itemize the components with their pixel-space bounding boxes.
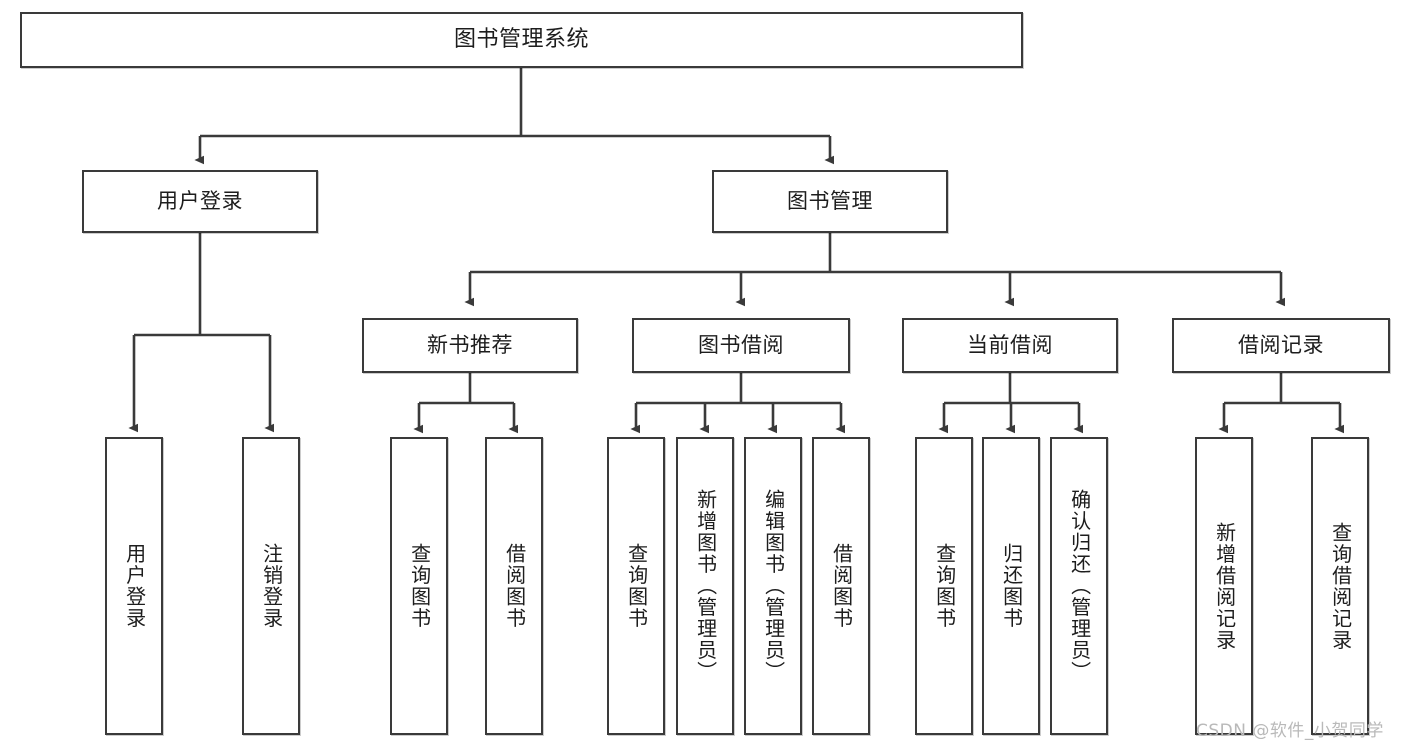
node-leaf-record-query-label: 查询借阅记录 [1328,521,1353,651]
node-leaf-current-confirm[interactable]: 确认归还（管理员） [1050,437,1108,735]
node-leaf-newbook-borrow[interactable]: 借阅图书 [485,437,543,735]
node-leaf-borrow-edit-label: 编辑图书（管理员） [761,489,786,683]
node-user-login[interactable]: 用户登录 [82,170,318,233]
node-leaf-current-return-label: 归还图书 [999,543,1024,629]
node-leaf-borrow-edit[interactable]: 编辑图书（管理员） [744,437,802,735]
node-leaf-current-query-label: 查询图书 [932,543,957,629]
node-root-label: 图书管理系统 [453,27,589,53]
node-leaf-user-login[interactable]: 用户登录 [105,437,163,735]
node-current-borrow[interactable]: 当前借阅 [902,318,1118,373]
node-leaf-borrow-query-label: 查询图书 [624,543,649,629]
node-user-login-label: 用户登录 [157,189,243,214]
node-leaf-borrow-add-label: 新增图书（管理员） [693,489,718,683]
node-leaf-borrow-query[interactable]: 查询图书 [607,437,665,735]
node-leaf-user-logout[interactable]: 注销登录 [242,437,300,735]
node-root[interactable]: 图书管理系统 [20,12,1023,68]
node-leaf-newbook-query[interactable]: 查询图书 [390,437,448,735]
node-leaf-newbook-borrow-label: 借阅图书 [502,543,527,629]
node-leaf-user-logout-label: 注销登录 [259,543,284,629]
node-leaf-borrow-borrow[interactable]: 借阅图书 [812,437,870,735]
node-leaf-borrow-add[interactable]: 新增图书（管理员） [676,437,734,735]
node-leaf-user-login-label: 用户登录 [122,543,147,629]
node-leaf-current-confirm-label: 确认归还（管理员） [1067,489,1092,683]
node-new-book-recommend-label: 新书推荐 [427,333,513,358]
node-borrow-records-label: 借阅记录 [1238,333,1324,358]
node-book-management-label: 图书管理 [787,189,873,214]
node-current-borrow-label: 当前借阅 [967,333,1053,358]
node-leaf-record-add-label: 新增借阅记录 [1212,521,1237,651]
node-leaf-record-add[interactable]: 新增借阅记录 [1195,437,1253,735]
node-book-borrow[interactable]: 图书借阅 [632,318,850,373]
node-book-borrow-label: 图书借阅 [698,333,784,358]
node-leaf-borrow-borrow-label: 借阅图书 [829,543,854,629]
node-new-book-recommend[interactable]: 新书推荐 [362,318,578,373]
node-leaf-current-query[interactable]: 查询图书 [915,437,973,735]
node-leaf-record-query[interactable]: 查询借阅记录 [1311,437,1369,735]
node-leaf-newbook-query-label: 查询图书 [407,543,432,629]
node-leaf-current-return[interactable]: 归还图书 [982,437,1040,735]
node-book-management[interactable]: 图书管理 [712,170,948,233]
node-borrow-records[interactable]: 借阅记录 [1172,318,1390,373]
